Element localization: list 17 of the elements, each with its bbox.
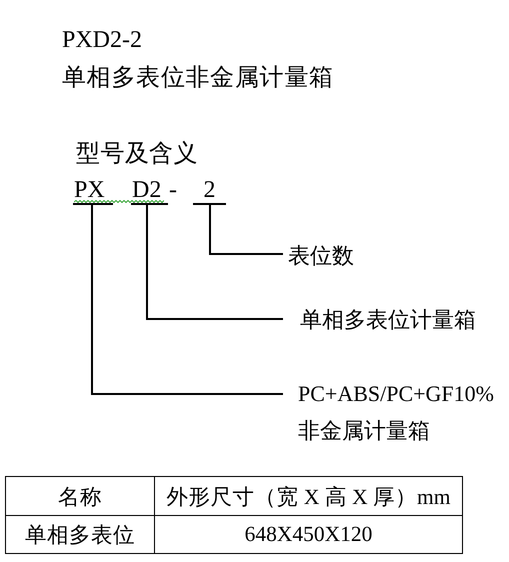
table-cell: 648X450X120 bbox=[154, 516, 462, 554]
meaning-label: PC+ABS/PC+GF10% 非金属计量箱 bbox=[283, 375, 493, 449]
leader-line bbox=[91, 205, 283, 395]
section-heading: 型号及含义 bbox=[76, 140, 198, 168]
subtitle: 单相多表位非金属计量箱 bbox=[62, 64, 334, 92]
meaning-label: 单相多表位计量箱 bbox=[283, 307, 476, 333]
table-cell: 单相多表位 bbox=[6, 516, 154, 554]
table-header-cell: 名称 bbox=[6, 476, 154, 516]
separator-dash: - bbox=[169, 178, 177, 202]
underlined-code: 2 bbox=[193, 178, 226, 205]
meaning-label: 表位数 bbox=[283, 243, 354, 269]
leader-line bbox=[209, 205, 283, 255]
underlined-code: D2 bbox=[131, 178, 168, 205]
leader-line bbox=[146, 205, 283, 320]
title: PXD2-2 bbox=[62, 28, 142, 52]
underlined-code: PX bbox=[73, 178, 113, 205]
table-header-cell: 外形尺寸（宽 X 高 X 厚）mm bbox=[154, 476, 462, 516]
